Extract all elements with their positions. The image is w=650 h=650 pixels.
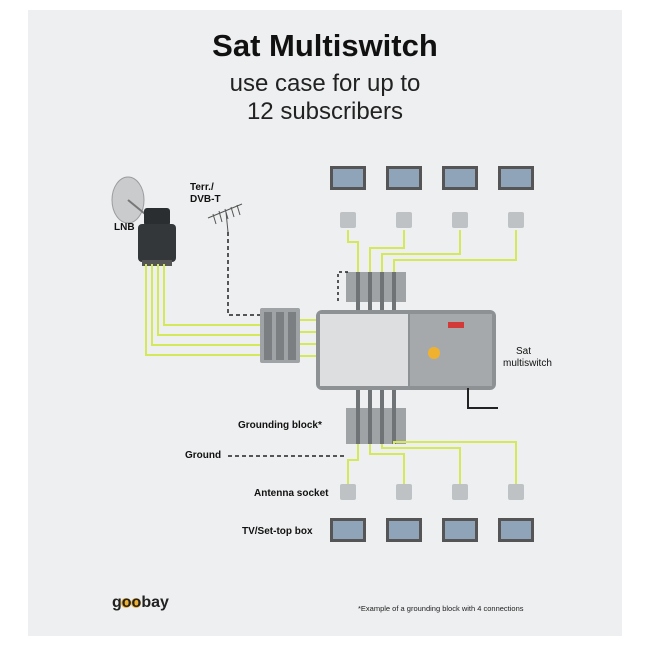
label-lnb: LNB <box>114 222 135 233</box>
top-grounding-block <box>346 272 406 310</box>
page-title: Sat Multiswitch <box>212 28 438 63</box>
top-subscribers <box>330 166 534 228</box>
lnb-icon <box>138 208 176 266</box>
bottom-grounding-block <box>346 390 406 444</box>
block-to-switch-cables <box>300 319 318 357</box>
left-grounding-block <box>260 308 300 363</box>
lnb-cables <box>145 264 260 356</box>
upper-cables <box>347 230 517 272</box>
label-multiswitch: multiswitch <box>503 358 552 369</box>
infographic-card: Sat Multiswitch use case for up to 12 su… <box>28 10 622 636</box>
label-grounding-block: Grounding block* <box>238 420 322 431</box>
terrestrial-antenna-icon <box>207 203 243 233</box>
label-sat: Sat <box>516 346 532 357</box>
goobay-logo <box>121 598 141 608</box>
footnote: *Example of a grounding block with 4 con… <box>358 604 524 613</box>
multiswitch-device <box>316 310 498 409</box>
lower-cables <box>347 441 517 484</box>
subtitle-line-2: 12 subscribers <box>246 98 404 125</box>
terrestrial-cable <box>227 232 260 316</box>
subtitle-line-1: use case for up to <box>229 70 421 97</box>
multiswitch-diagram <box>111 166 534 608</box>
label-tv-box: TV/Set-top box <box>242 526 313 537</box>
bottom-subscribers <box>330 484 534 542</box>
label-terr-1: Terr./ <box>190 182 214 193</box>
label-ground: Ground <box>185 450 222 461</box>
label-antenna-socket: Antenna socket <box>254 488 329 499</box>
label-terr-2: DVB-T <box>190 194 221 205</box>
brand-name: goobay <box>112 594 169 611</box>
